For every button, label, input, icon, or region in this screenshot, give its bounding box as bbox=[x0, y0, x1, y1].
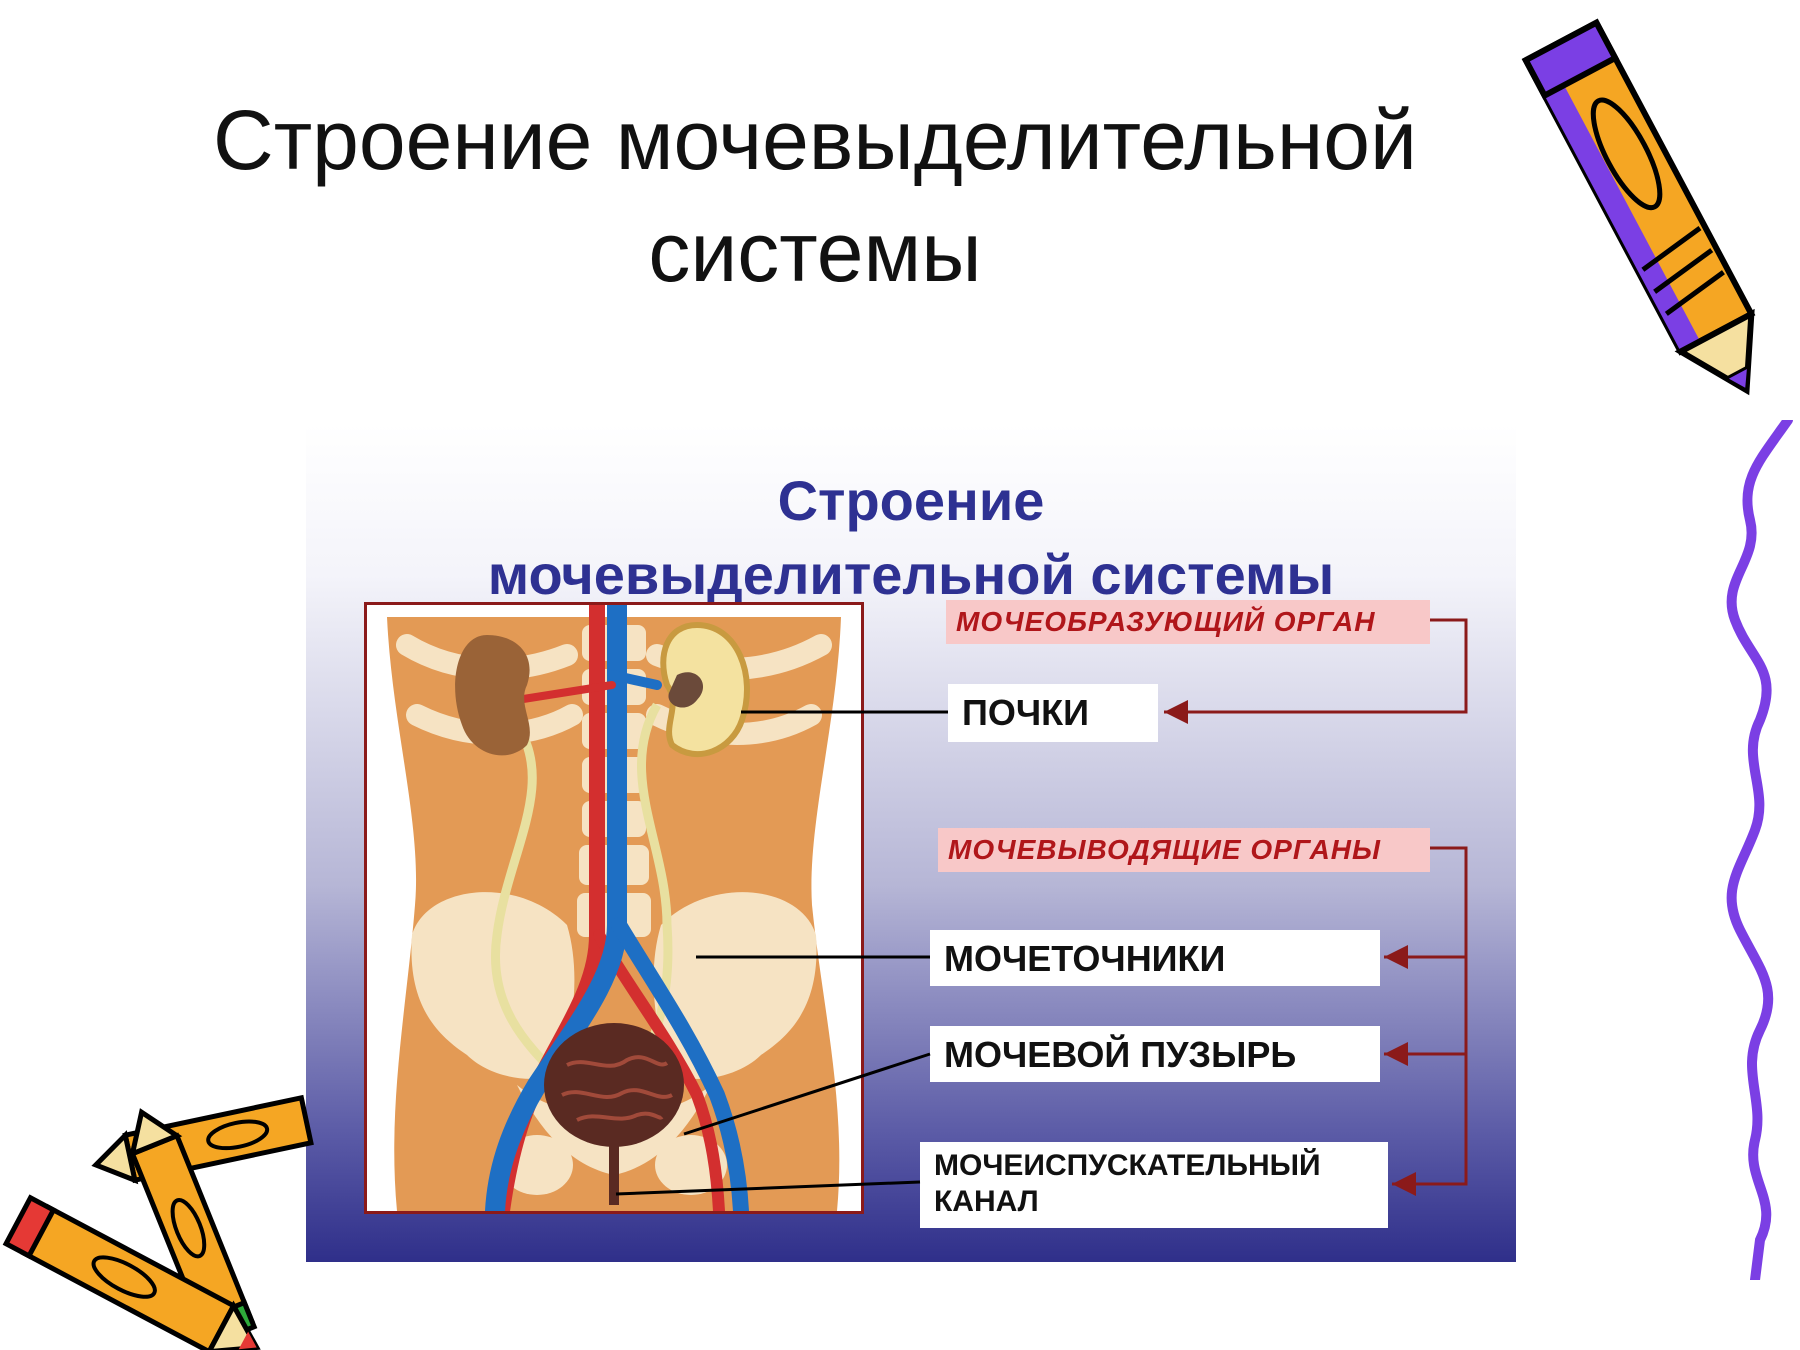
label-kidneys: ПОЧКИ bbox=[948, 684, 1158, 742]
slide-title-line2: системы bbox=[648, 205, 982, 299]
pencil-icon-top-right bbox=[1521, 18, 1756, 396]
right-kidney-shape bbox=[660, 621, 750, 757]
pointer-bladder bbox=[683, 1052, 931, 1136]
blood-vessels-shape bbox=[485, 605, 749, 1211]
bracket-excreting bbox=[1392, 846, 1468, 1196]
bracket-forming bbox=[1164, 618, 1468, 724]
anatomy-illustration bbox=[364, 602, 864, 1214]
connector-lines bbox=[615, 618, 1468, 1196]
category-excreting-organs: МОЧЕВЫВОДЯЩИЕ ОРГАНЫ bbox=[938, 828, 1430, 872]
pointer-urethra bbox=[615, 1180, 921, 1196]
label-ureters: МОЧЕТОЧНИКИ bbox=[930, 930, 1380, 986]
panel-title-line1: Строение bbox=[777, 469, 1045, 532]
slide-title: Строение мочевыделительной системы bbox=[0, 84, 1630, 308]
label-urethra: МОЧЕИСПУСКАТЕЛЬНЫЙ КАНАЛ bbox=[920, 1142, 1388, 1228]
label-urethra-line2: КАНАЛ bbox=[934, 1185, 1039, 1218]
left-kidney-shape bbox=[455, 635, 530, 756]
label-urethra-line1: МОЧЕИСПУСКАТЕЛЬНЫЙ bbox=[934, 1149, 1321, 1182]
pelvis-shape bbox=[411, 892, 817, 1195]
pencil-icon-bottom-left bbox=[2, 1094, 314, 1350]
label-bladder: МОЧЕВОЙ ПУЗЫРЬ bbox=[930, 1026, 1380, 1082]
bladder-shape bbox=[544, 1023, 684, 1147]
diagram-panel: Строение мочевыделительной системы bbox=[306, 424, 1516, 1262]
slide-title-line1: Строение мочевыделительной bbox=[213, 93, 1417, 187]
urinary-system-illustration bbox=[387, 605, 841, 1211]
squiggle-line-icon bbox=[1726, 420, 1793, 1280]
panel-title: Строение мочевыделительной системы bbox=[306, 464, 1516, 612]
panel-title-line2: мочевыделительной системы bbox=[487, 543, 1335, 606]
category-forming-organ: МОЧЕОБРАЗУЮЩИЙ ОРГАН bbox=[946, 600, 1430, 644]
